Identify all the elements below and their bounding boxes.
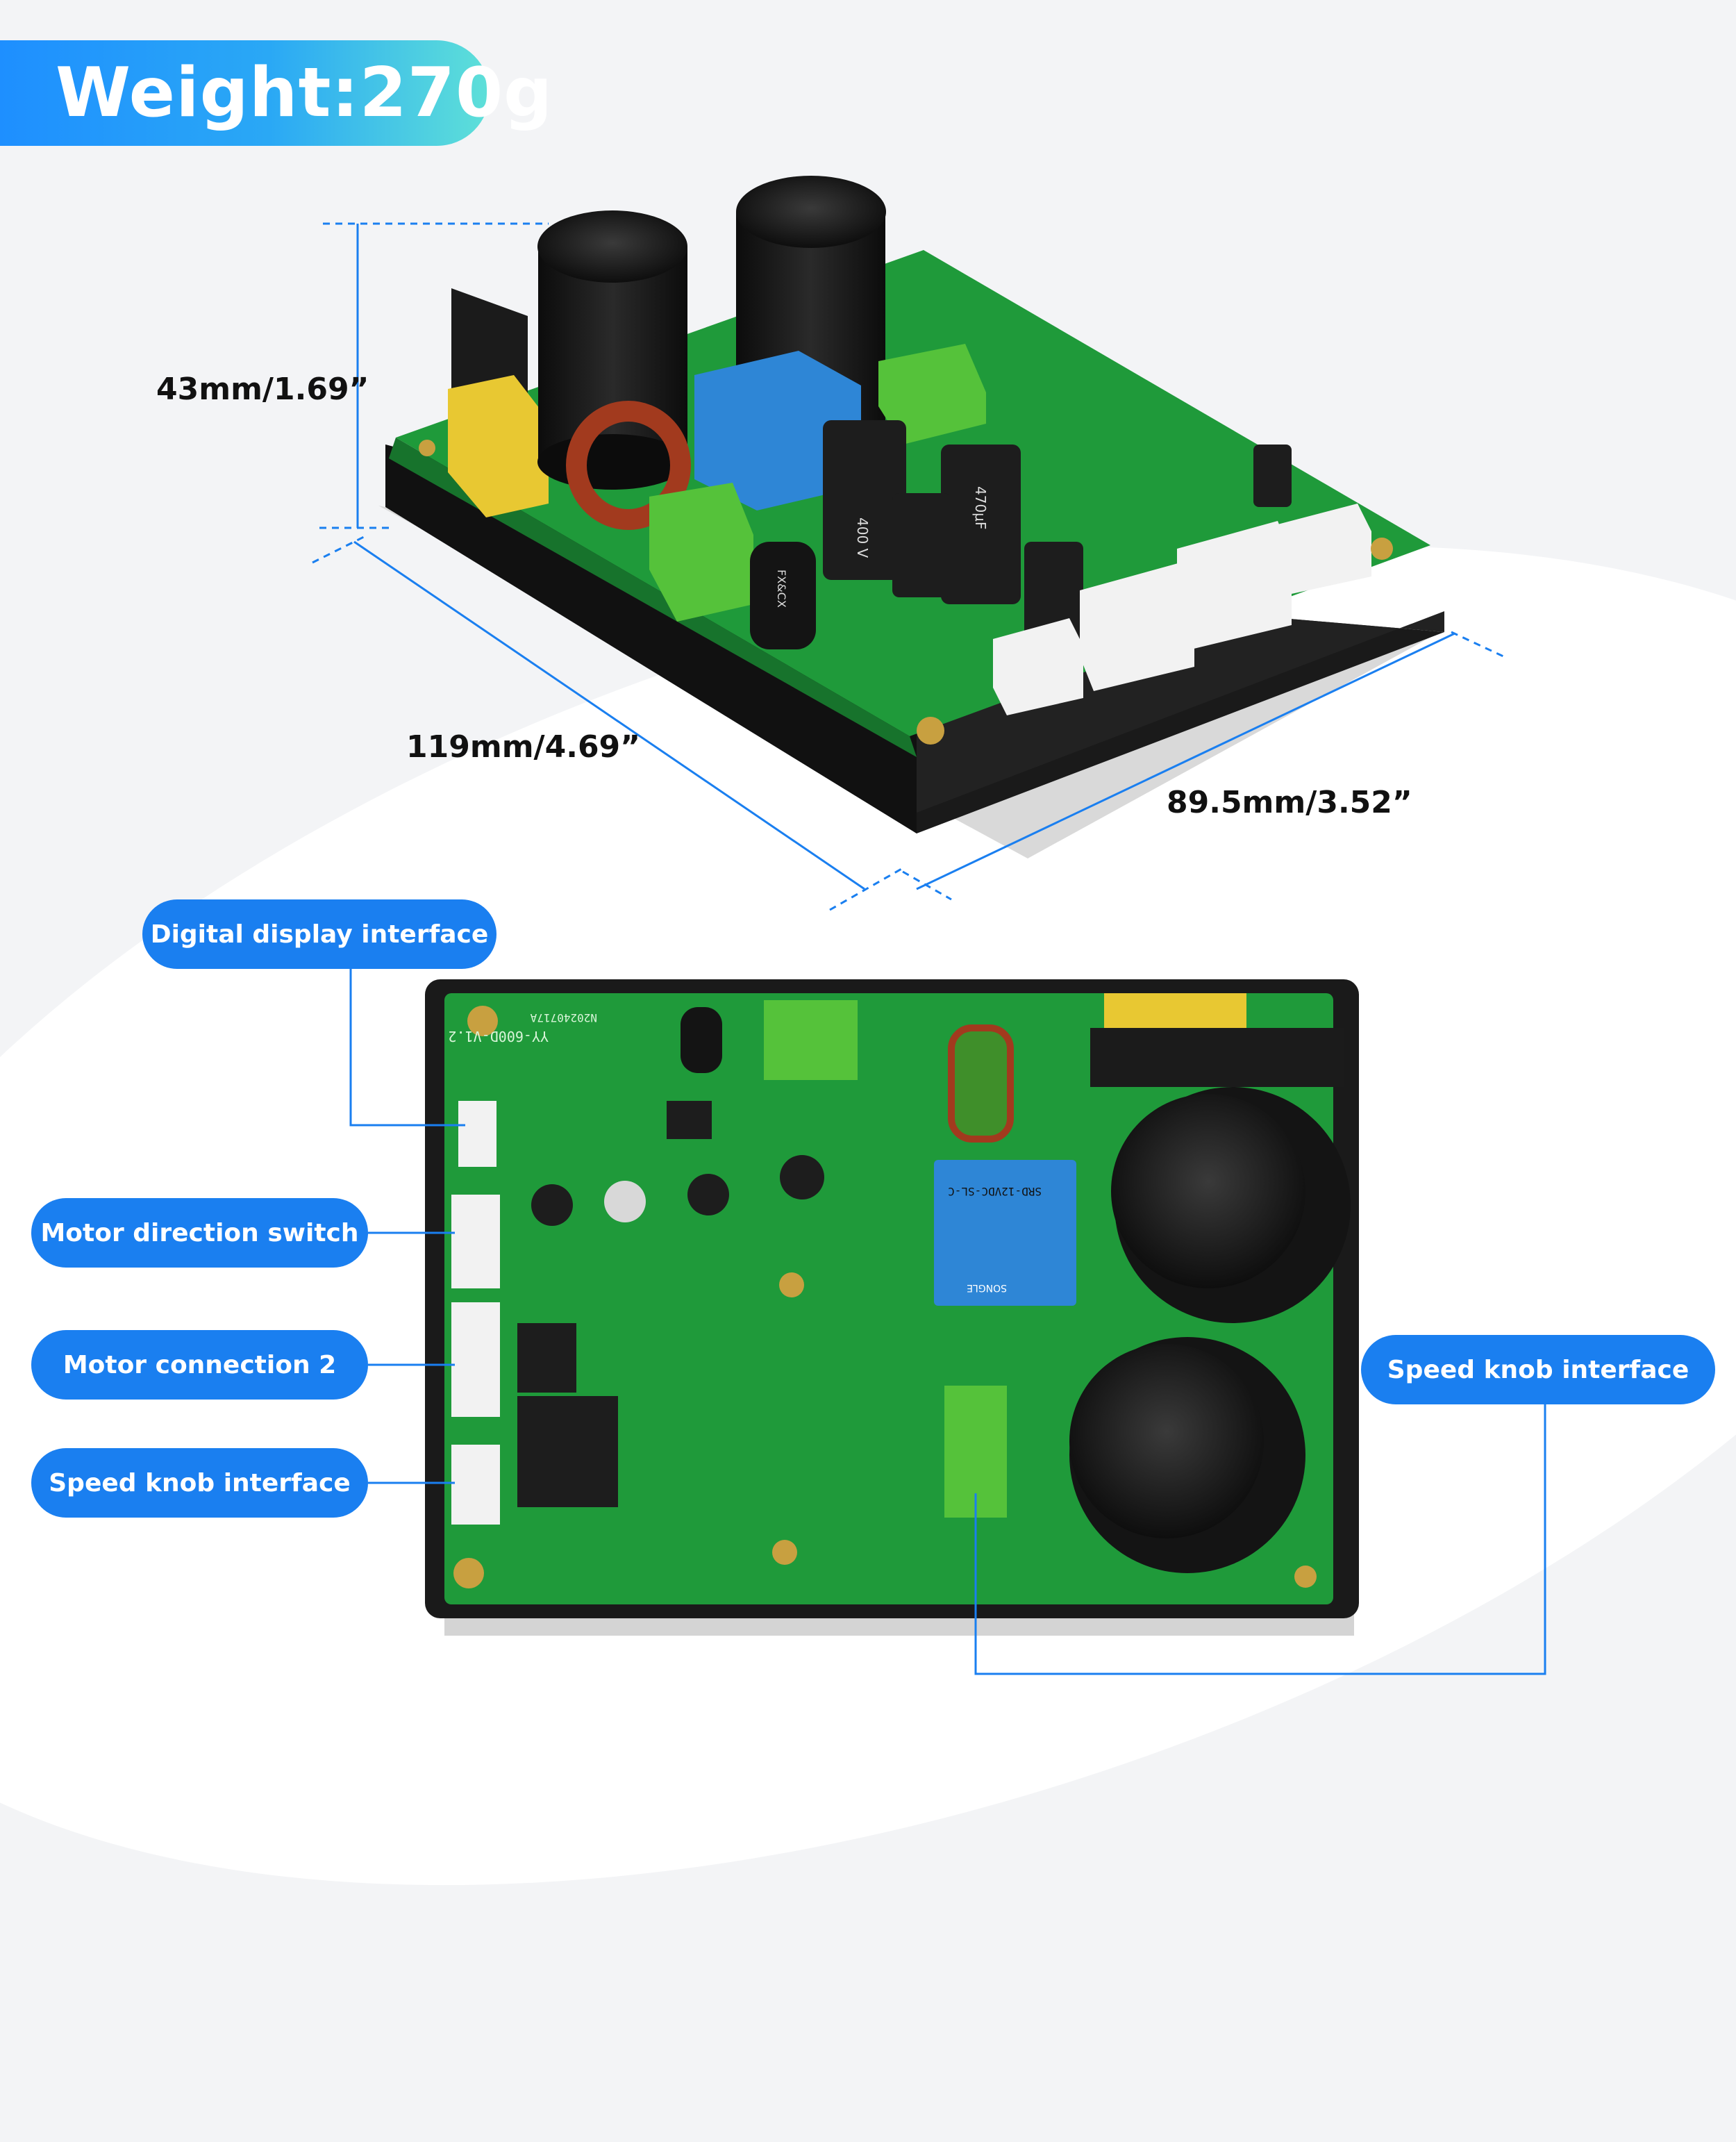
white-conn-3 [1177, 521, 1292, 649]
weight-label: Weight:270g [56, 53, 553, 133]
bottom-coil [948, 1024, 1014, 1143]
bottom-relay [934, 1160, 1076, 1306]
dimension-height-label: 43mm/1.69” [156, 372, 369, 407]
callout-speed-knob-left: Speed knob interface [31, 1448, 368, 1518]
marking-inductor: FX&CX [775, 570, 788, 608]
bottom-ic-large [517, 1396, 618, 1507]
marking-cap-voltage: 400 V [854, 517, 871, 558]
callout-lines [349, 969, 1546, 1675]
callout-speed-knob-right: Speed knob interface [1361, 1335, 1715, 1404]
bottom-bridge [1090, 1028, 1344, 1087]
white-conn-4 [1278, 504, 1371, 594]
inductor [750, 542, 816, 649]
top-board-view [378, 176, 1444, 858]
dimension-length-label: 119mm/4.69” [406, 729, 641, 765]
bottom-capacitor-upper [1111, 1087, 1351, 1323]
cap-400v [823, 420, 906, 580]
callout-digital-display: Digital display interface [142, 899, 496, 969]
bottom-white-conn-1 [458, 1101, 496, 1167]
board-markings: YY-600D-V1.2 N20240717A SRD-12VDC-SL-C S… [449, 486, 1042, 1293]
cap-470uf [941, 445, 1021, 604]
marking-relay: SRD-12VDC-SL-C [948, 1185, 1042, 1198]
marking-relay-brand: SONGLE [967, 1282, 1007, 1293]
white-conn-1 [993, 618, 1083, 715]
bottom-white-conn-3 [451, 1302, 500, 1417]
dimension-lines [312, 222, 1504, 911]
bottom-board-view [425, 979, 1359, 1636]
bottom-capacitor-lower [1069, 1337, 1305, 1573]
marking-model: YY-600D-V1.2 [449, 1028, 549, 1045]
weight-badge: Weight:270g [0, 40, 552, 146]
white-conn-2 [1080, 563, 1194, 691]
green-terminal-a [649, 483, 753, 622]
bottom-white-conn-4 [451, 1445, 500, 1525]
yellow-capacitor [448, 375, 549, 517]
marking-cap-rating: 470μF [972, 486, 989, 529]
screw [917, 717, 944, 745]
callout-motor-direction: Motor direction switch [31, 1198, 368, 1268]
product-illustration [312, 176, 1546, 1675]
bottom-terminal-top [764, 1000, 858, 1080]
marking-date-code: N20240717A [530, 1011, 597, 1024]
bottom-white-conn-2 [451, 1195, 500, 1288]
dimension-width-label: 89.5mm/3.52” [1167, 785, 1412, 820]
toroid-coil [566, 401, 691, 530]
relay [694, 351, 861, 510]
callout-motor-connection: Motor connection 2 [31, 1330, 368, 1400]
green-terminal-b [878, 344, 986, 445]
